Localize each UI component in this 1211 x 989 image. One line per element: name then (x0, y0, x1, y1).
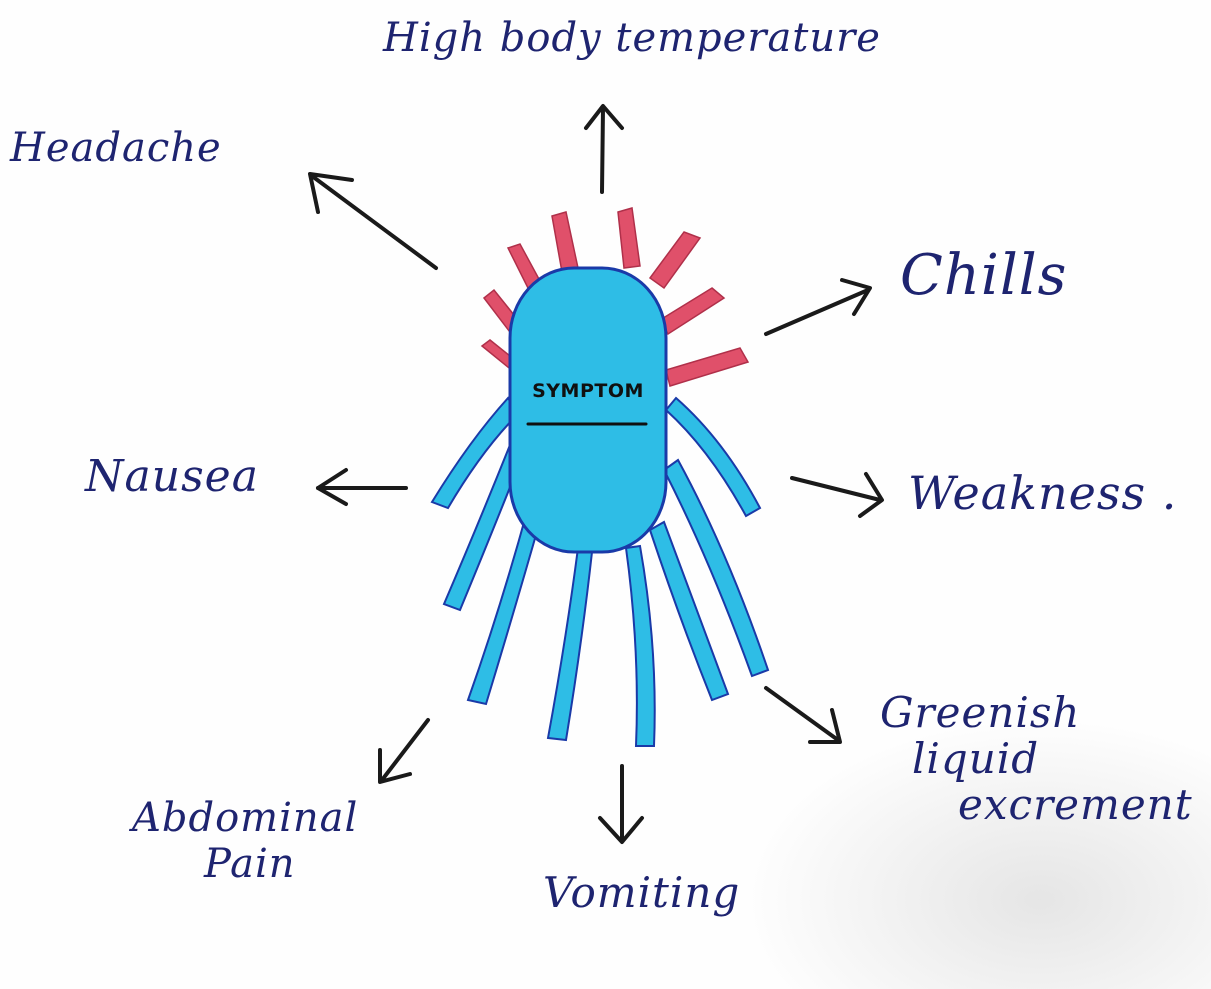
spike (666, 348, 748, 386)
spike (618, 208, 640, 268)
arrow-vomiting (600, 766, 642, 842)
leg (626, 546, 655, 746)
label-line: liquid (880, 736, 1210, 782)
center-label: SYMPTOM (514, 380, 662, 402)
label-greenish-liquid-excrement: Greenish liquid excrement (880, 690, 1210, 829)
label-line: Abdominal (132, 795, 358, 841)
arrow-chills (766, 280, 870, 334)
label-line: excrement (880, 782, 1210, 828)
label-vomiting: Vomiting (543, 872, 740, 914)
symptom-body (510, 268, 666, 552)
label-line: Pain (132, 841, 358, 887)
label-line: Greenish (880, 690, 1210, 736)
label-high-body-temperature: High body temperature (383, 18, 881, 58)
spike (552, 212, 578, 272)
label-headache: Headache (10, 128, 222, 168)
label-nausea: Nausea (85, 455, 259, 499)
label-chills: Chills (900, 248, 1067, 304)
arrow-abdominal (380, 720, 428, 782)
arrow-headache (310, 174, 436, 268)
spike (660, 288, 724, 334)
spike (650, 232, 700, 288)
arrow-up (586, 106, 622, 192)
label-abdominal-pain: Abdominal Pain (132, 795, 358, 887)
label-weakness: Weakness . (908, 470, 1177, 516)
leg (548, 548, 592, 740)
arrow-weakness (792, 474, 882, 516)
arrow-nausea (318, 470, 406, 504)
arrow-greenish (766, 688, 840, 742)
